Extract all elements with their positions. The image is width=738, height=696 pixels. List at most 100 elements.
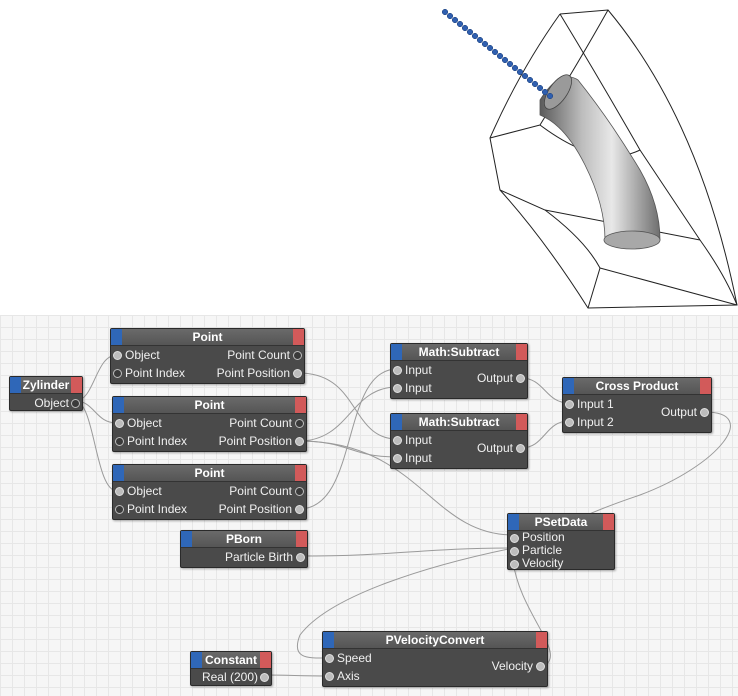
- pborn-header[interactable]: PBorn: [181, 531, 307, 548]
- psetdata-row-3: Velocity: [508, 557, 614, 570]
- node-editor[interactable]: Zylinder Object Point Object Point Count…: [0, 315, 738, 696]
- input-port-toggle[interactable]: [391, 414, 402, 430]
- point-node-1[interactable]: Point Object Point Count Point Index Poi…: [110, 328, 305, 384]
- output-port-toggle[interactable]: [536, 632, 547, 648]
- object-input-port[interactable]: [115, 487, 124, 496]
- input-port-toggle[interactable]: [111, 329, 122, 345]
- object-output-port[interactable]: [71, 399, 80, 408]
- input-2-port[interactable]: [565, 418, 574, 427]
- point-index-input-port[interactable]: [115, 437, 124, 446]
- input-port[interactable]: [393, 454, 402, 463]
- point-node-3[interactable]: Point Object Point Count Point Index Poi…: [112, 464, 307, 520]
- zylinder-title: Zylinder: [22, 378, 70, 392]
- output-port-toggle[interactable]: [700, 378, 711, 394]
- point-2-header[interactable]: Point: [113, 397, 306, 414]
- particle-stream: [441, 8, 554, 100]
- 3d-viewport[interactable]: [0, 0, 738, 315]
- particle-birth-output-port[interactable]: [296, 553, 305, 562]
- port-label: Point Index: [127, 502, 188, 516]
- input-port[interactable]: [393, 384, 402, 393]
- input-port-toggle[interactable]: [191, 652, 202, 668]
- cross-product-title: Cross Product: [595, 379, 679, 393]
- point-position-output-port[interactable]: [295, 437, 304, 446]
- input-port-toggle[interactable]: [113, 465, 124, 481]
- output-port-toggle[interactable]: [516, 344, 527, 360]
- point-3-header[interactable]: Point: [113, 465, 306, 482]
- port-label: Object: [125, 348, 160, 362]
- point-3-title: Point: [194, 466, 225, 480]
- math-subtract-node-2[interactable]: Math:Subtract Input Input Output: [390, 413, 528, 469]
- output-port-toggle[interactable]: [516, 414, 527, 430]
- point-position-output-port[interactable]: [295, 505, 304, 514]
- point-index-input-port[interactable]: [115, 505, 124, 514]
- point-2-row-1: Object Point Count: [113, 414, 306, 432]
- pvelocityconvert-row-1: Speed: [323, 649, 547, 667]
- constant-header[interactable]: Constant: [191, 652, 271, 669]
- point-count-output-port[interactable]: [293, 351, 302, 360]
- output-port[interactable]: [700, 408, 709, 417]
- subtract-2-header[interactable]: Math:Subtract: [391, 414, 527, 431]
- constant-node[interactable]: Constant Real (200): [190, 651, 272, 686]
- input-port-toggle[interactable]: [508, 514, 519, 530]
- math-subtract-node-1[interactable]: Math:Subtract Input Input Output: [390, 343, 528, 399]
- port-label: Point Count: [229, 484, 292, 498]
- zylinder-node[interactable]: Zylinder Object: [9, 376, 83, 411]
- port-label: Input: [405, 433, 432, 447]
- port-label: Output: [660, 405, 697, 419]
- pborn-node[interactable]: PBorn Particle Birth: [180, 530, 308, 568]
- object-input-port[interactable]: [115, 419, 124, 428]
- axis-input-port[interactable]: [325, 672, 334, 681]
- position-input-port[interactable]: [510, 534, 519, 543]
- point-1-header[interactable]: Point: [111, 329, 304, 346]
- bent-tube-object[interactable]: [539, 70, 661, 250]
- psetdata-header[interactable]: PSetData: [508, 514, 614, 531]
- port-label: Point Position: [216, 366, 290, 380]
- real-output-port[interactable]: [260, 673, 269, 682]
- zylinder-object-row: Object: [10, 394, 82, 411]
- input-port[interactable]: [393, 436, 402, 445]
- speed-input-port[interactable]: [325, 654, 334, 663]
- port-label: Object: [34, 396, 69, 410]
- input-port-toggle[interactable]: [391, 344, 402, 360]
- port-label: Real (200): [201, 670, 258, 684]
- point-3-row-2: Point Index Point Position: [113, 500, 306, 518]
- zylinder-header[interactable]: Zylinder: [10, 377, 82, 394]
- output-port[interactable]: [516, 374, 525, 383]
- output-port-toggle[interactable]: [71, 377, 82, 393]
- point-node-2[interactable]: Point Object Point Count Point Index Poi…: [112, 396, 307, 452]
- input-1-port[interactable]: [565, 400, 574, 409]
- point-count-output-port[interactable]: [295, 419, 304, 428]
- point-count-output-port[interactable]: [295, 487, 304, 496]
- input-port-toggle[interactable]: [181, 531, 192, 547]
- output-port[interactable]: [516, 444, 525, 453]
- output-port-toggle[interactable]: [296, 531, 307, 547]
- point-1-row-1: Object Point Count: [111, 346, 304, 364]
- output-port-toggle[interactable]: [293, 329, 304, 345]
- cross-product-node[interactable]: Cross Product Input 1 Input 2 Output: [562, 377, 712, 433]
- pvelocityconvert-header[interactable]: PVelocityConvert: [323, 632, 547, 649]
- point-1-row-2: Point Index Point Position: [111, 364, 304, 382]
- pvelocityconvert-node[interactable]: PVelocityConvert Speed Axis Velocity: [322, 631, 548, 687]
- output-port-toggle[interactable]: [295, 397, 306, 413]
- particle-input-port[interactable]: [510, 547, 519, 556]
- output-port-toggle[interactable]: [603, 514, 614, 530]
- subtract-1-row-1: Input: [391, 361, 527, 379]
- object-input-port[interactable]: [113, 351, 122, 360]
- output-port-toggle[interactable]: [260, 652, 271, 668]
- cross-product-header[interactable]: Cross Product: [563, 378, 711, 395]
- port-label: Point Index: [125, 366, 186, 380]
- input-port-toggle[interactable]: [10, 377, 21, 393]
- psetdata-node[interactable]: PSetData Position Particle Velocity: [507, 513, 615, 570]
- port-label: Velocity: [522, 556, 564, 570]
- psetdata-title: PSetData: [534, 515, 588, 529]
- subtract-1-header[interactable]: Math:Subtract: [391, 344, 527, 361]
- velocity-output-port[interactable]: [536, 662, 545, 671]
- input-port-toggle[interactable]: [113, 397, 124, 413]
- output-port-toggle[interactable]: [295, 465, 306, 481]
- velocity-input-port[interactable]: [510, 560, 519, 569]
- point-index-input-port[interactable]: [113, 369, 122, 378]
- input-port-toggle[interactable]: [563, 378, 574, 394]
- input-port[interactable]: [393, 366, 402, 375]
- point-position-output-port[interactable]: [293, 369, 302, 378]
- input-port-toggle[interactable]: [323, 632, 334, 648]
